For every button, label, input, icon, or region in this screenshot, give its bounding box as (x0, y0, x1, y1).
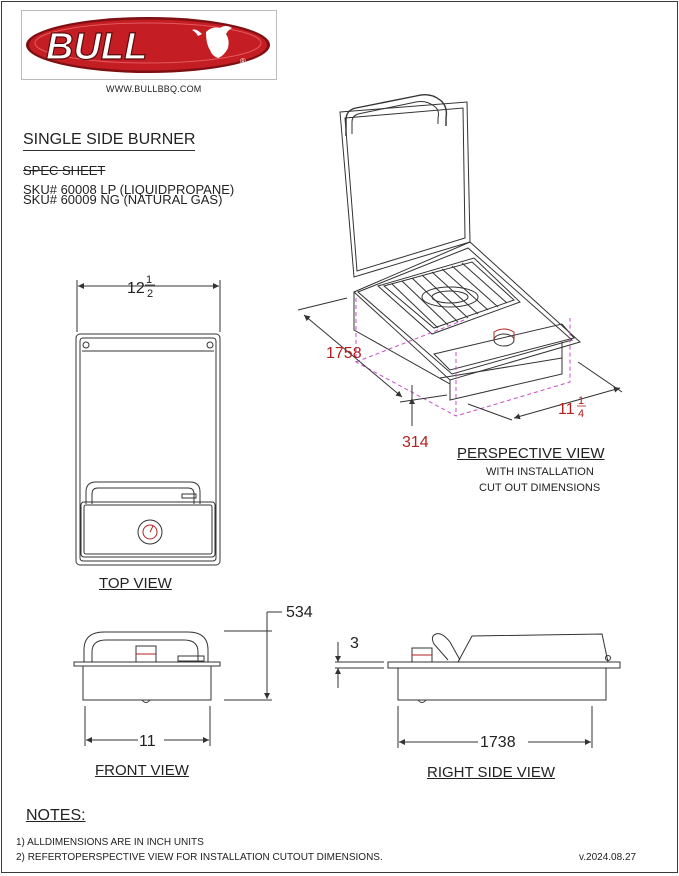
logo-wordmark: BULL (46, 26, 147, 68)
top-width-denominator: 2 (147, 288, 153, 300)
product-title: SINGLE SIDE BURNER (23, 131, 196, 151)
perspective-cutout-outline (355, 298, 571, 417)
version-label: v.2024.08.27 (579, 852, 637, 863)
top-view-width-dimension: 12 1 2 (127, 274, 155, 300)
note-number: 2) (16, 852, 25, 863)
right-side-view-label: RIGHT SIDE VIEW (427, 764, 556, 781)
top-view-label: TOP VIEW (99, 575, 172, 592)
perspective-view-drawing (339, 93, 581, 401)
top-view-drawing (75, 280, 221, 566)
front-width-value: 11 (139, 733, 156, 750)
perspective-view-label: PERSPECTIVE VIEW (457, 445, 605, 462)
front-view-drawing (73, 611, 282, 746)
logo-registered-mark: ® (240, 57, 246, 66)
perspective-width-denominator: 4 (578, 408, 584, 420)
right-side-view-drawing (335, 633, 621, 748)
perspective-width-dimension: 11 1 4 (558, 395, 586, 420)
perspective-depth-value: 1758 (326, 345, 362, 362)
logo-frame (21, 10, 277, 80)
front-height-value: 534 (286, 604, 313, 621)
perspective-view-subtitle-1: WITH INSTALLATION (486, 466, 594, 478)
side-depth-value: 1738 (480, 734, 516, 751)
website-url: WWW.BULLBBQ.COM (106, 84, 202, 94)
perspective-width-whole: 11 (558, 401, 575, 418)
note-text: ALLDIMENSIONS ARE IN INCH UNITS (27, 837, 204, 848)
top-width-whole: 12 (127, 280, 145, 297)
note-text: REFERTOPERSPECTIVE VIEW FOR INSTALLATION… (27, 852, 383, 863)
perspective-width-numerator: 1 (578, 395, 584, 407)
note-item: 2) REFERTOPERSPECTIVE VIEW FOR INSTALLAT… (16, 852, 383, 863)
sku-lp: SKU# 60008 LP (LIQUIDPROPANE) (23, 182, 235, 197)
front-view-label: FRONT VIEW (95, 762, 189, 779)
spec-sheet-label: SPEC SHEET (23, 163, 106, 178)
perspective-view-subtitle-2: CUT OUT DIMENSIONS (479, 482, 601, 494)
bull-head-icon (192, 26, 232, 58)
note-item: 1) ALLDIMENSIONS ARE IN INCH UNITS (16, 837, 204, 848)
notes-title: NOTES: (26, 807, 86, 824)
top-width-numerator: 1 (146, 274, 152, 286)
note-number: 1) (16, 837, 25, 848)
side-height-value: 3 (350, 635, 359, 652)
perspective-height-value: 314 (402, 434, 429, 451)
perspective-dimensions (297, 297, 623, 426)
sku-ng: SKU# 60009 NG (NATURAL GAS) (23, 192, 223, 207)
